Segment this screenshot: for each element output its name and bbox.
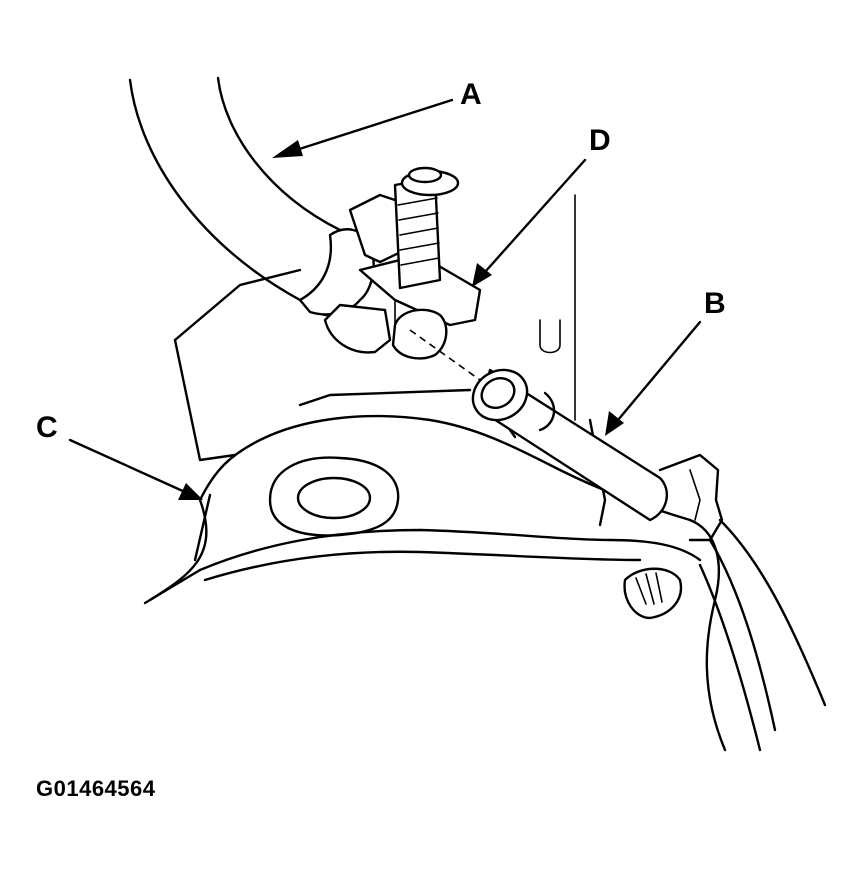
callout-label-b: B — [704, 287, 726, 320]
arrowhead-icon — [272, 140, 303, 158]
arrowhead-icon — [178, 483, 203, 500]
clamp-bolt-part-d — [298, 166, 482, 381]
callout-label-a: A — [460, 78, 482, 111]
arrowhead-icon — [605, 411, 624, 436]
housing-part-c — [143, 194, 827, 752]
arrowhead-icon — [472, 263, 492, 287]
hose-part-a — [128, 76, 347, 317]
callout-leaders — [68, 98, 702, 500]
tube-part-b — [471, 368, 669, 522]
callout-label-c: C — [36, 411, 58, 444]
callout-label-d: D — [589, 124, 611, 157]
figure-id-label: G01464564 — [36, 776, 156, 801]
